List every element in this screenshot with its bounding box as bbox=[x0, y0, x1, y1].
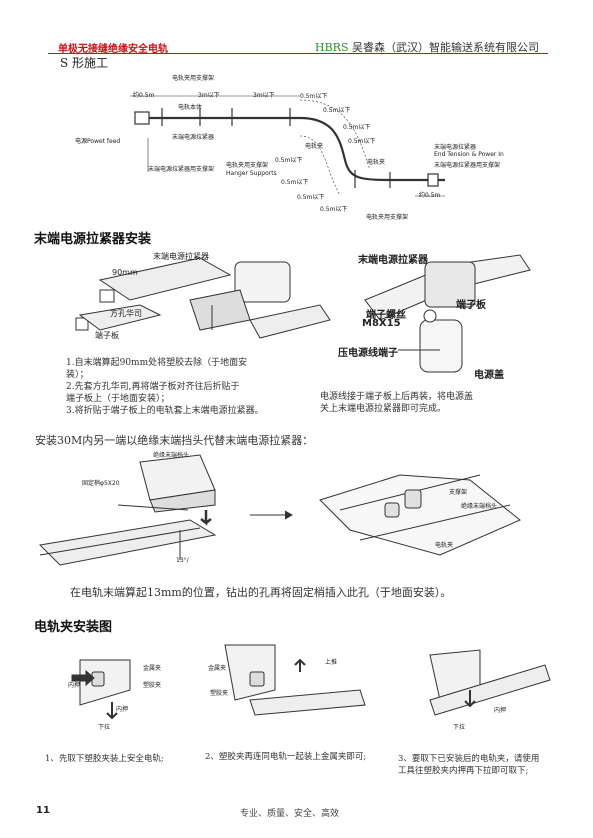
label-arc7: 0.5m以下 bbox=[297, 194, 325, 201]
end-cap-illustration bbox=[38, 454, 521, 566]
label-terminal-screw: 端子螺丝 bbox=[366, 310, 406, 321]
label-90mm: 90mm bbox=[112, 268, 138, 277]
label-hanger-en: Hanger Supports bbox=[226, 170, 277, 177]
header-company: HBRS 吴睿森（武汉）智能输送系统有限公司 bbox=[315, 39, 539, 55]
label-push-in1: 内押 bbox=[68, 682, 81, 689]
label-angle: 13°/ bbox=[176, 557, 189, 564]
clip-caption-2: 2、塑胶夹再连同电轨一起装上金属夹即可; bbox=[205, 752, 367, 762]
label-pull-down2: 下拉 bbox=[453, 724, 466, 731]
label-tensioner-l: 末端电源拉紧器 bbox=[153, 252, 209, 261]
label-clip: 电轨夹 bbox=[305, 143, 324, 150]
label-plastic-clip2: 塑胶夹 bbox=[210, 690, 229, 697]
company-name: 吴睿森（武汉）智能输送系统有限公司 bbox=[352, 41, 539, 54]
clip-caption-3: 3、要取下已安装后的电轨夹，请使用 bbox=[398, 754, 540, 764]
page-number: 11 bbox=[36, 805, 50, 816]
label-clip-bracket: 电轨夹用支撑架 bbox=[172, 75, 215, 82]
label-tensioner-r: 末端电源拉紧器 bbox=[358, 255, 428, 266]
label-hook: 方孔华司 bbox=[110, 309, 142, 318]
page-subtitle: S 形施工 bbox=[60, 56, 109, 70]
step-line: 2.先套方孔华司,再将端子板对齐往后折贴于 bbox=[66, 382, 240, 392]
label-push-in2: 内押 bbox=[116, 706, 129, 713]
label-clip-bracket2: 电轨夹用支撑架 bbox=[366, 214, 409, 221]
label-clip-s2: 电轨夹 bbox=[435, 542, 454, 549]
label-push-up: 上推 bbox=[325, 659, 338, 666]
tensioner-steps: 1.自末端算起90mm处将塑胶去除（于地面安 装）； 2.先套方孔华司,再将端子… bbox=[66, 357, 306, 417]
label-metal-clip: 金属夹 bbox=[143, 665, 162, 672]
brand-logo: HBRS bbox=[315, 41, 349, 54]
label-terminal-plate-l: 端子板 bbox=[95, 331, 119, 340]
label-len1: 约0.5m bbox=[133, 92, 155, 99]
label-end-bracket2: 末端电源拉紧器用支撑架 bbox=[434, 162, 501, 169]
label-end-cap: 绝缘末端档头 bbox=[153, 452, 190, 459]
label-pin: 固定梢φ5X20 bbox=[82, 480, 120, 487]
clip-caption-1: 1、先取下塑胶夹装上安全电轨; bbox=[45, 754, 164, 764]
section-title-clip: 电轨夹安装图 bbox=[34, 620, 113, 635]
label-plastic-clip: 塑胶夹 bbox=[143, 682, 162, 689]
label-pull-down1: 下拉 bbox=[98, 724, 111, 731]
label-end-cap2: 绝缘末端档头 bbox=[461, 503, 498, 510]
header-divider bbox=[48, 53, 548, 54]
label-len-end: 约0.5m bbox=[419, 192, 441, 199]
label-arc4: 0.5m以下 bbox=[348, 138, 376, 145]
note-line: 关上末端电源拉紧器即可完成。 bbox=[320, 404, 447, 414]
clip-illustrations bbox=[71, 644, 551, 720]
label-push-in3: 内押 bbox=[494, 707, 507, 714]
label-screw-spec: M8X15 bbox=[362, 318, 401, 329]
label-terminal-plate-r: 端子板 bbox=[456, 300, 486, 311]
clip-caption-3b: 工具往塑胶夹内押再下拉即可取下; bbox=[398, 766, 529, 776]
label-end-tension-en: End Tension & Power In bbox=[434, 151, 504, 158]
label-bracket: 支撑架 bbox=[449, 489, 468, 496]
section-title-tensioner: 末端电源拉紧器安装 bbox=[34, 232, 152, 247]
end-cap-intro: 安装30M内另一端以绝缘末端挡头代替末端电源拉紧器： bbox=[35, 434, 314, 447]
header-left-title: 单极无接缝绝缘安全电轨 bbox=[58, 44, 168, 55]
label-arc3: 0.5m以下 bbox=[343, 124, 371, 131]
footer-slogan: 专业、质量、安全、高效 bbox=[240, 809, 340, 819]
label-crimp: 压电源线端子 bbox=[338, 348, 398, 359]
s-shape-diagram bbox=[130, 95, 445, 197]
tensioner-illustration-right bbox=[364, 254, 531, 373]
tensioner-note: 电源线接于端子板上后再装，将电源盖 关上末端电源拉紧器即可完成。 bbox=[320, 391, 520, 415]
end-cap-caption: 在电轨末端算起13mm的位置，钻出的孔再将固定梢插入此孔（于地面安装）。 bbox=[70, 586, 452, 599]
label-cover: 电源盖 bbox=[474, 370, 504, 381]
step-line: 端子板上（于地面安装）； bbox=[66, 394, 170, 404]
label-power-feed: 电源Powet feed bbox=[75, 138, 121, 145]
label-arc1: 0.5m以下 bbox=[300, 93, 328, 100]
label-arc8: 0.5m以下 bbox=[320, 206, 348, 213]
label-len3: 3m以下 bbox=[253, 92, 275, 99]
step-line: 装）； bbox=[66, 370, 89, 380]
tensioner-illustration-left bbox=[75, 257, 331, 339]
label-tensioner: 末端电源拉紧器 bbox=[172, 134, 215, 141]
label-rail-body: 电轨本体 bbox=[178, 104, 203, 111]
label-clip2: 电轨夹 bbox=[367, 159, 386, 166]
note-line: 电源线接于端子板上后再装，将电源盖 bbox=[320, 392, 474, 402]
label-arc5: 0.5m以下 bbox=[275, 157, 303, 164]
label-hanger: 电轨夹用支撑架 bbox=[226, 162, 269, 169]
step-line: 1.自末端算起90mm处将塑胶去除（于地面安 bbox=[66, 358, 248, 368]
label-end-tension-cn: 末端电源拉紧器 bbox=[434, 144, 477, 151]
label-arc6: 0.5m以下 bbox=[281, 179, 309, 186]
label-len2: 3m以下 bbox=[198, 92, 220, 99]
label-metal-clip2: 金属夹 bbox=[208, 665, 227, 672]
step-line: 3.将折贴于端子板上的电轨套上末端电源拉紧器。 bbox=[66, 406, 264, 416]
label-arc2: 0.5m以下 bbox=[323, 107, 351, 114]
label-end-bracket: 末端电源拉紧器用支撑架 bbox=[148, 166, 215, 173]
